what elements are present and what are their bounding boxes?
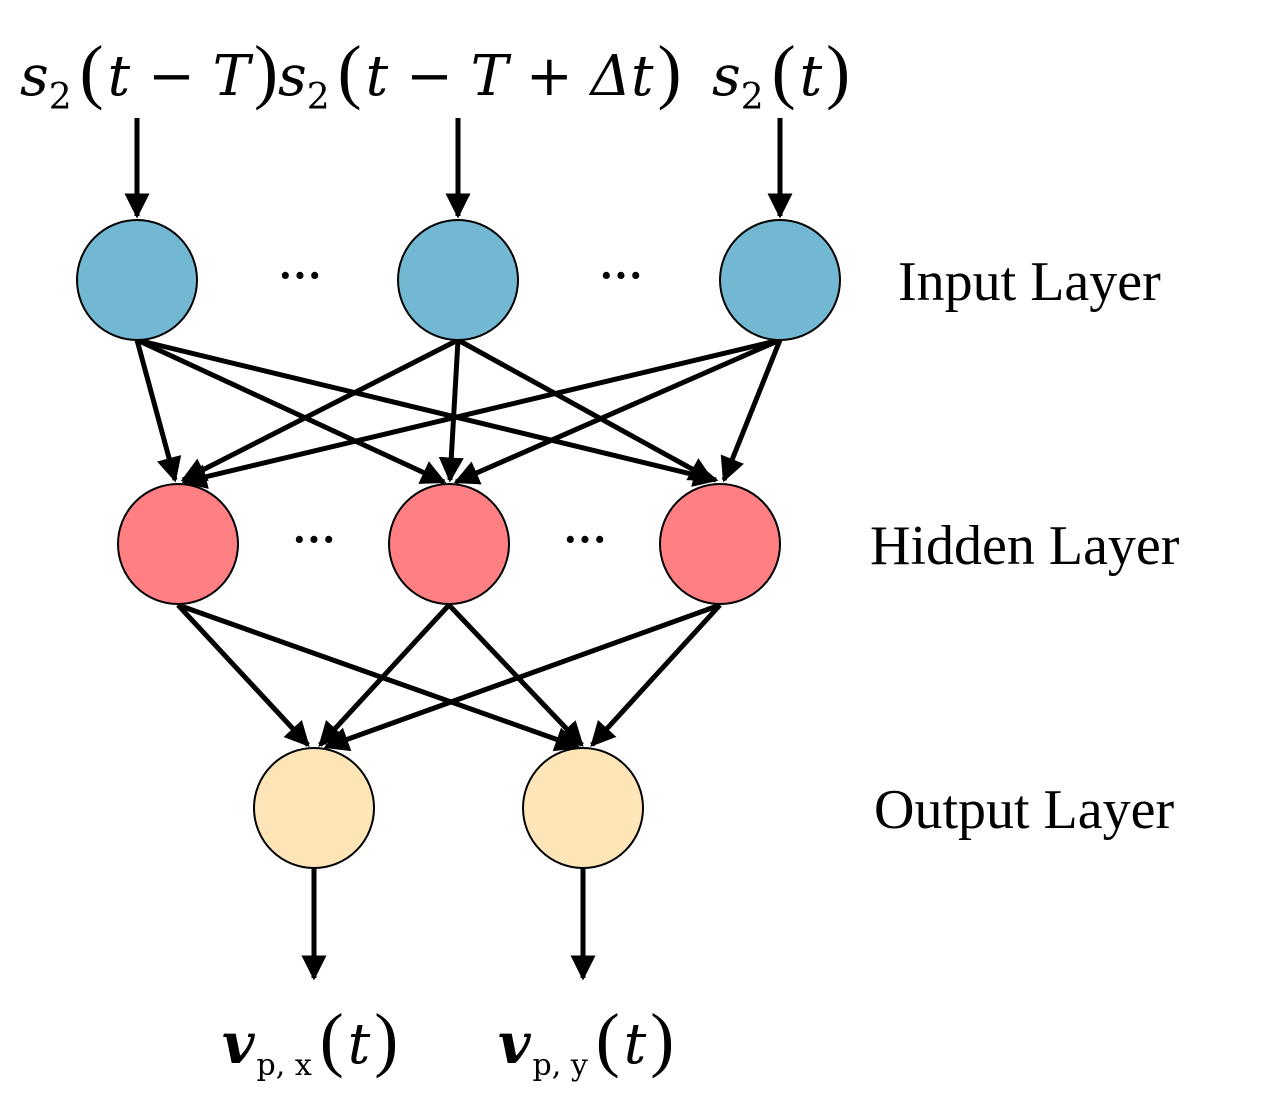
input-node-3 xyxy=(719,219,841,341)
input-layer-label: Input Layer xyxy=(898,251,1161,313)
input-label-1: s2(t − T) xyxy=(20,31,278,118)
input-label-3-subscript: 2 xyxy=(741,77,764,118)
input-label-1-subscript: 2 xyxy=(49,77,72,118)
input-node-2 xyxy=(397,219,519,341)
output-layer-label: Output Layer xyxy=(874,779,1174,841)
output-label-2-argument: t xyxy=(624,1012,647,1077)
svg-text:s2(t): s2(t) xyxy=(712,31,850,118)
svg-text:s2(t − T): s2(t − T) xyxy=(20,31,278,118)
output-label-2-subscript: p, y xyxy=(533,1048,588,1083)
output-node-1 xyxy=(253,747,375,869)
svg-text:s2(t − T + Δt): s2(t − T + Δt) xyxy=(278,31,681,118)
input-label-3-symbol: s xyxy=(712,44,741,109)
hidden-node-2 xyxy=(388,483,510,605)
output-label-1-symbol: v xyxy=(222,1011,256,1077)
input-ellipsis-1: ··· xyxy=(278,251,322,300)
input-node-1 xyxy=(76,219,198,341)
output-node-2 xyxy=(522,747,644,869)
hidden-node-3 xyxy=(659,483,781,605)
hidden-output-connections xyxy=(176,602,722,752)
input-ellipsis-2: ··· xyxy=(599,251,643,300)
input-label-2-subscript: 2 xyxy=(307,77,330,118)
input-label-1-symbol: s xyxy=(20,44,49,109)
output-label-1-argument: t xyxy=(348,1012,371,1077)
output-label-2: vp, y(t) xyxy=(498,999,674,1083)
output-label-1: vp, x(t) xyxy=(222,999,398,1083)
input-label-2: s2(t − T + Δt) xyxy=(278,31,681,118)
hidden-node-1 xyxy=(117,483,239,605)
hidden-ellipsis-2: ··· xyxy=(563,515,607,564)
output-label-2-symbol: v xyxy=(498,1011,532,1077)
svg-text:vp, y(t): vp, y(t) xyxy=(498,999,674,1083)
input-label-1-argument: t − T xyxy=(108,44,254,109)
input-hidden-connections xyxy=(134,337,783,489)
input-label-3-argument: t xyxy=(800,44,823,109)
hidden-layer-label: Hidden Layer xyxy=(870,515,1180,577)
input-label-2-argument: t − T + Δt xyxy=(366,44,654,109)
input-label-3: s2(t) xyxy=(712,31,850,118)
hidden-ellipsis-1: ··· xyxy=(292,515,336,564)
output-label-1-subscript: p, x xyxy=(257,1048,312,1083)
svg-text:vp, x(t): vp, x(t) xyxy=(222,999,398,1083)
input-label-2-symbol: s xyxy=(278,44,307,109)
